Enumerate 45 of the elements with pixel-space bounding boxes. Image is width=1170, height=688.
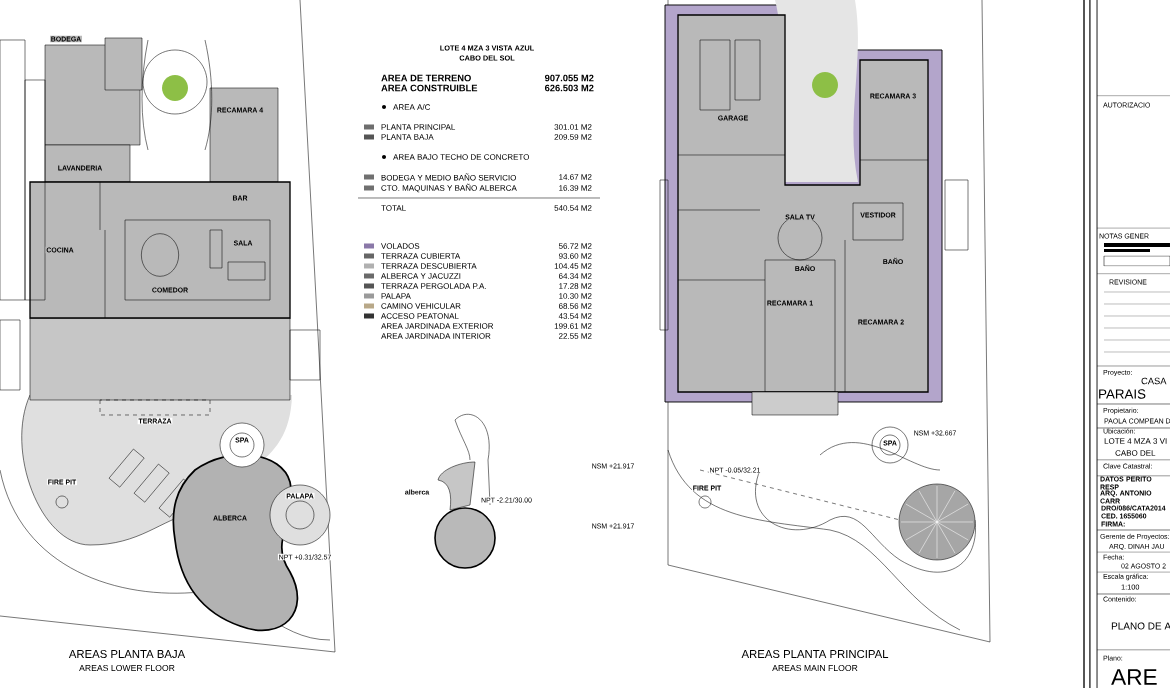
legend-label: PLANTA BAJA [381,134,434,140]
total-label: TOTAL [381,205,406,211]
area-value: 540.54 M2 [554,205,592,211]
area-value: 56.72 M2 [558,243,592,249]
title-block-text: LOTE 4 MZA 3 VI [1104,438,1167,444]
legend-label: ALBERCA Y JACUZZI [380,273,461,279]
area-value: 907.055 M2 [544,74,594,82]
legend-label: TERRAZA DESCUBIERTA [381,263,477,269]
drawing-title: AREAS PLANTA PRINCIPAL [741,650,889,658]
legend-label: CAMINO VEHICULAR [381,303,461,309]
title-block-text: CABO DEL [1115,450,1156,456]
area-value: 93.60 M2 [558,253,592,259]
legend-label: CTO. MAQUINAS Y BAÑO ALBERCA [381,183,517,193]
project-name: PARAIS [1099,389,1146,399]
legend-label: PALAPA [381,293,411,299]
area-label: AREA DE TERRENO [381,74,471,82]
section-heading: AREA BAJO TECHO DE CONCRETO [393,154,529,160]
area-value: 14.67 M2 [559,174,592,180]
area-value: 626.503 M2 [545,84,594,92]
title-block-text: CASA [1141,377,1167,385]
drawing-subtitle: AREAS LOWER FLOOR [79,664,175,672]
area-value: 17.28 M2 [559,283,592,289]
area-value: 104.45 M2 [554,263,592,269]
legend-label: ACCESO PEATONAL [380,313,459,319]
area-value: 64.34 M2 [559,273,592,279]
area-value: 209.59 M2 [554,134,592,140]
area-label: AREA CONSTRUIBLE [381,84,478,92]
area-label: AREA JARDINADA INTERIOR [381,333,491,339]
legend-label: TERRAZA CUBIERTA [381,253,461,259]
drawing-subtitle: AREAS MAIN FLOOR [772,664,858,672]
area-label: AREA JARDINADA EXTERIOR [381,323,494,329]
legend-label: BODEGA Y MEDIO BAÑO SERVICIO [381,173,516,181]
area-value: 16.39 M2 [559,185,592,191]
area-value: 199.61 M2 [554,323,592,329]
area-value: 10.30 M2 [559,293,592,299]
area-value: 301.01 M2 [554,124,592,130]
legend-label: TERRAZA PERGOLADA P.A. [381,283,486,289]
drawing-code: ARE [1111,669,1157,685]
legend-label: PLANTA PRINCIPAL [381,124,456,130]
section-heading: AREA A/C [393,104,431,110]
legend-label: VOLADOS [381,243,420,249]
drawing-title: AREAS PLANTA BAJA [68,650,186,658]
area-value: 22.55 M2 [559,333,592,339]
area-value: 43.54 M2 [558,313,592,319]
area-value: 68.56 M2 [559,303,592,309]
